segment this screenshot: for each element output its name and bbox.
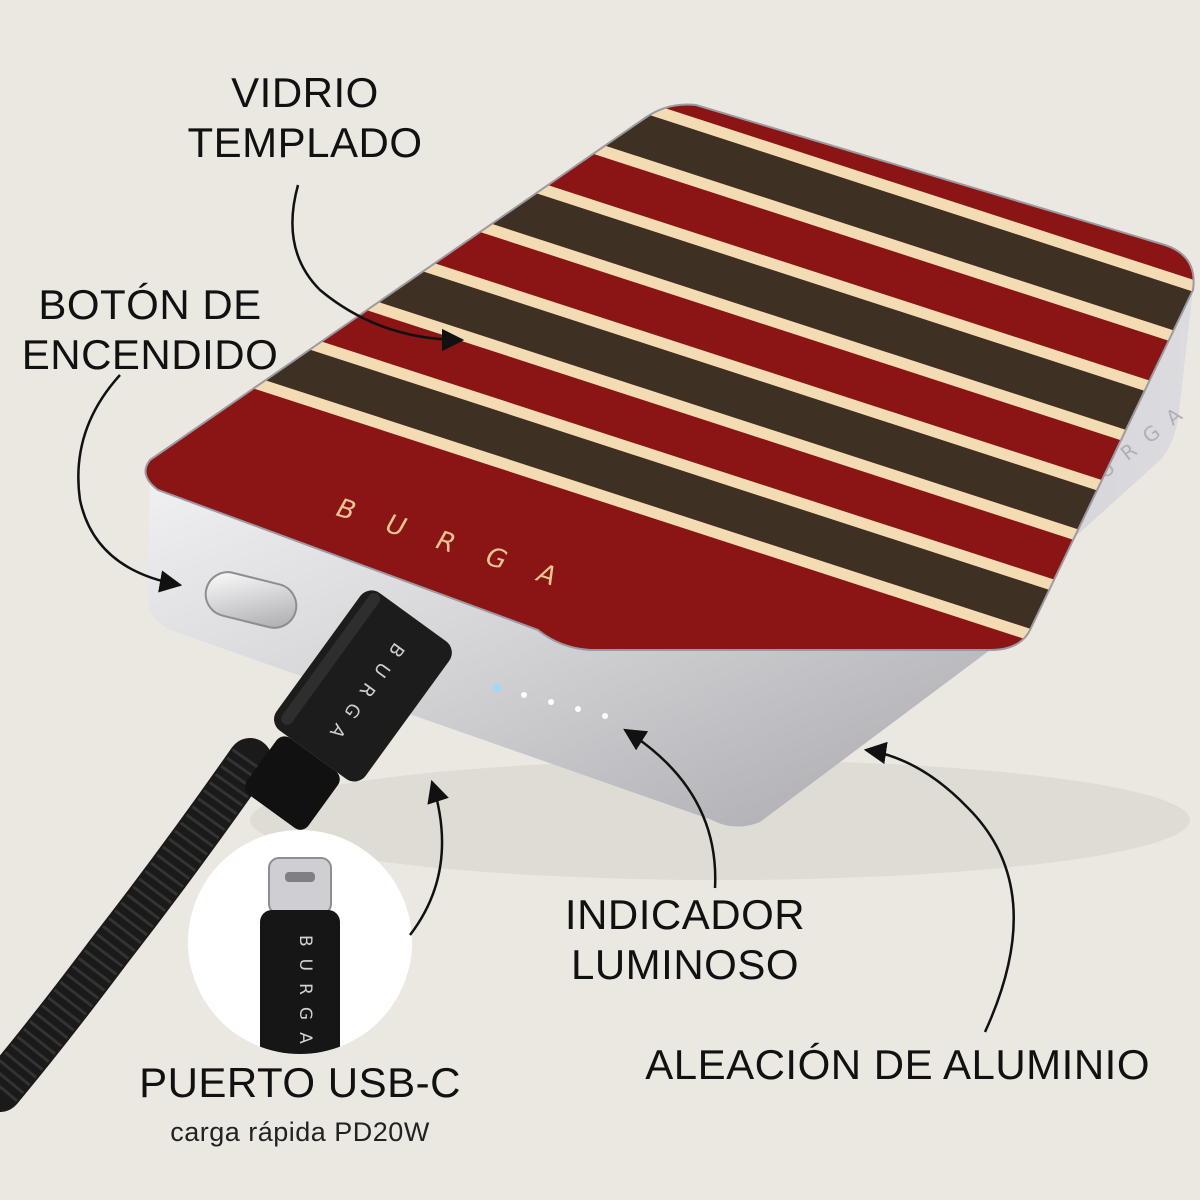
stripe-brown <box>145 104 1194 352</box>
stripe-brown <box>145 275 1194 651</box>
callout-subtitle: carga rápida PD20W <box>170 1117 430 1147</box>
led-dot <box>575 706 581 712</box>
usb-c-connector: BURGA <box>245 590 452 830</box>
callout-line: LUMINOSO <box>570 941 800 988</box>
led-indicator <box>493 684 608 719</box>
arrow-vidrio <box>291 184 465 352</box>
callout-puerto-usb-c: PUERTO USB-C carga rápida PD20W <box>110 1058 490 1150</box>
callout-line: PUERTO USB-C <box>139 1059 461 1106</box>
callout-line: TEMPLADO <box>187 119 423 166</box>
aluminum-side-front <box>148 460 990 827</box>
stripe-cream <box>145 104 1194 307</box>
arrow-boton <box>77 374 183 593</box>
stripe-cream <box>145 320 1194 651</box>
closeup-brand: BURGA <box>295 935 315 1056</box>
callout-aleacion-aluminio: ALEACIÓN DE ALUMINIO <box>600 1040 1150 1090</box>
led-dot <box>493 684 501 692</box>
arrow-puerto <box>409 779 449 936</box>
led-dot <box>521 692 527 698</box>
callout-indicador-luminoso: INDICADOR LUMINOSO <box>540 890 830 990</box>
callout-line: VIDRIO <box>231 69 379 116</box>
usb-c-port-closeup: BURGA <box>188 830 412 1056</box>
power-button[interactable] <box>201 568 301 633</box>
callout-line: INDICADOR <box>564 891 806 938</box>
callout-line: ALEACIÓN DE ALUMINIO <box>645 1041 1150 1088</box>
callout-line: ENCENDIDO <box>21 331 279 378</box>
callout-vidrio-templado: VIDRIO TEMPLADO <box>170 68 440 168</box>
arrow-aleacion <box>863 741 1015 1033</box>
stripe-cream <box>145 104 1194 364</box>
callout-boton-encendido: BOTÓN DE ENCENDIDO <box>10 280 290 380</box>
led-dot <box>548 699 554 705</box>
led-dot <box>602 713 608 719</box>
callout-line: BOTÓN DE <box>38 281 262 328</box>
arrow-indicador <box>623 728 717 889</box>
stripe-cream <box>145 263 1194 651</box>
